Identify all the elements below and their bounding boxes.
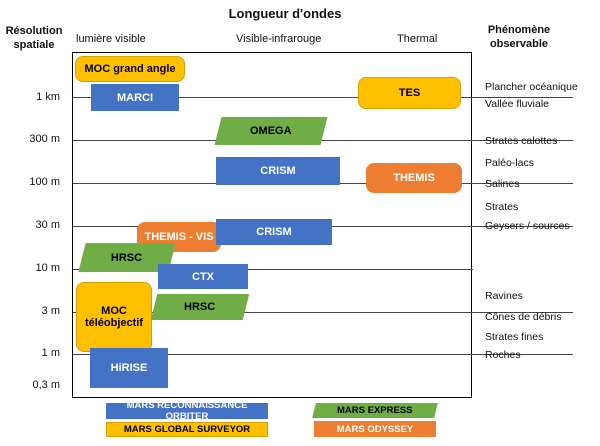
tick-label-100m: 100 m — [29, 176, 60, 188]
phenomenon-geysers: Geysers / sources — [485, 220, 570, 232]
instrument-moc-telephoto: MOC téléobjectif — [76, 282, 152, 352]
legend-mars-express-label: MARS EXPRESS — [337, 405, 413, 416]
phenomenon-river-valley: Vallée fluviale — [485, 98, 550, 110]
diagram-title: Longueur d'ondes — [228, 6, 342, 21]
tick-label-0-3m: 0,3 m — [32, 379, 60, 391]
gridline-1m — [73, 354, 473, 355]
instrument-marci: MARCI — [91, 84, 179, 111]
legend-mars-express: MARS EXPRESS — [312, 403, 438, 418]
instrument-crism-top: CRISM — [216, 157, 340, 185]
instrument-hrsc-bottom: HRSC — [150, 294, 250, 320]
instrument-omega-label: OMEGA — [250, 125, 292, 137]
phenomenon-paleo-lakes: Paléo-lacs — [485, 157, 535, 169]
instrument-moc-wide-angle: MOC grand angle — [75, 56, 185, 82]
instrument-moc-telephoto-label-line-2: téléobjectif — [84, 317, 144, 329]
tick-label-3m: 3 m — [41, 305, 60, 317]
instrument-omega: OMEGA — [214, 117, 328, 145]
phenomenon-debris-cones: Cônes de débris — [485, 311, 562, 323]
right-axis-title: Phénomène observable — [474, 23, 564, 51]
gridline-extension-30m — [473, 226, 573, 227]
tick-label-1m: 1 m — [41, 347, 60, 359]
tick-label-30m: 30 m — [35, 219, 60, 231]
chart-frame — [72, 52, 472, 398]
tick-label-10m: 10 m — [35, 262, 60, 274]
phenomenon-ocean-floor: Plancher océanique — [485, 81, 578, 93]
tick-label-1km: 1 km — [36, 91, 60, 103]
y-axis-title: Résolution spatiale — [4, 24, 64, 52]
phenomenon-salt-flats: Salines — [485, 178, 520, 190]
band-label-visible: lumière visible — [76, 33, 146, 45]
instrument-ctx: CTX — [158, 264, 248, 289]
phenomenon-cap-strata: Strates calottes — [485, 135, 558, 147]
legend-mars-reconnaissance-orbiter: MARS RECONNAISSANCE ORBITER — [106, 400, 268, 422]
band-label-thermal: Thermal — [397, 33, 438, 45]
band-label-visible-infrared: Visible-infrarouge — [236, 33, 322, 45]
instrument-crism-mid: CRISM — [216, 219, 332, 245]
gridline-extension-1km — [473, 97, 573, 98]
gridline-1km — [73, 97, 473, 98]
gridline-extension-1m — [473, 354, 573, 355]
phenomenon-fine-strata: Strates fines — [485, 331, 544, 343]
gridline-extension-300m — [473, 140, 573, 141]
gridline-10m — [73, 269, 473, 270]
y-axis-title-line-1: Résolution — [5, 25, 63, 37]
tick-label-300m: 300 m — [29, 133, 60, 145]
instrument-themis-ir: THEMIS — [366, 163, 462, 193]
instrument-hirise: HiRISE — [90, 348, 168, 388]
gridline-extension-100m — [473, 183, 573, 184]
phenomenon-strata: Strates — [485, 201, 519, 213]
instrument-tes: TES — [358, 77, 461, 109]
right-axis-title-line-2: observable — [489, 38, 549, 50]
legend-mars-odyssey: MARS ODYSSEY — [314, 421, 436, 437]
instrument-hrsc-bottom-label: HRSC — [184, 301, 216, 313]
gridline-3m — [73, 312, 473, 313]
legend-mars-global-surveyor: MARS GLOBAL SURVEYOR — [106, 422, 268, 437]
y-axis-title-line-2: spatiale — [13, 39, 55, 51]
instrument-hrsc-top-label: HRSC — [111, 251, 143, 264]
instrument-moc-telephoto-label-line-1: MOC — [101, 305, 127, 317]
phenomenon-rocks: Roches — [485, 349, 521, 361]
gridline-extension-3m — [473, 312, 573, 313]
right-axis-title-line-1: Phénomène — [487, 24, 551, 36]
phenomenon-gullies: Ravines — [485, 290, 523, 302]
